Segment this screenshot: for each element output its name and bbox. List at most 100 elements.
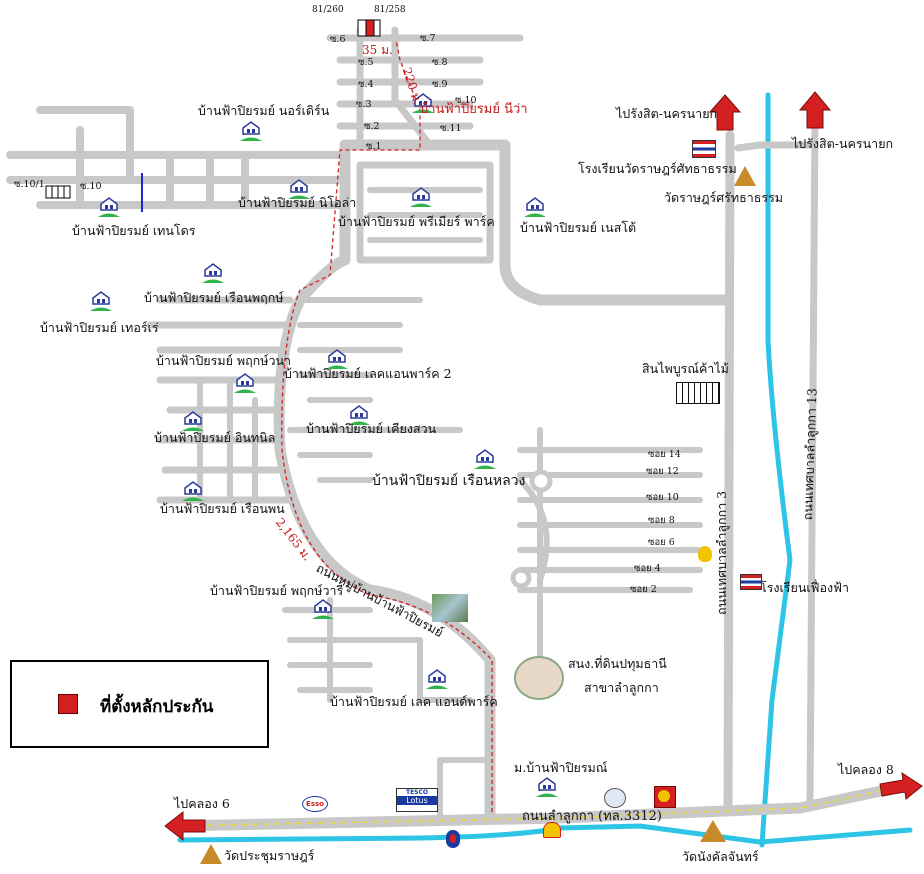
soi-10b: ซอย 10 [646, 492, 679, 503]
legend-swatch [58, 694, 78, 714]
project-ruenpruk: บ้านฟ้าปิยรมย์ เรือนพฤกษ์ [144, 290, 284, 305]
soi-14: ซอย 14 [648, 449, 681, 460]
house-icon [534, 776, 560, 798]
to-rangsit-2: ไปรังสิต-นครนายก [792, 136, 894, 151]
house-icon [346, 404, 372, 426]
lot-label-81-260: 81/260 [312, 5, 344, 15]
soi-6b: ซอย 6 [648, 537, 675, 548]
school-wat-label: โรงเรียนวัดราษฎร์ศัทธาธรรม [578, 161, 737, 176]
house-icon [310, 598, 336, 620]
photo-thumbnail [432, 594, 468, 622]
soi-8: ซ.8 [432, 57, 448, 68]
roundabout-2 [510, 567, 532, 589]
school-flag-icon-2 [740, 574, 762, 590]
sinpaiboon-label: สินไพบูรณ์ค้าไม้ [642, 361, 729, 376]
house-icon [238, 120, 264, 142]
shell-logo [543, 822, 561, 838]
project-lakepark2: บ้านฟ้าปิยรมย์ เลคแอนพาร์ค 2 [284, 366, 452, 381]
house-icon [232, 372, 258, 394]
legend-box: ที่ตั้งหลักประกัน [10, 660, 269, 748]
project-northern: บ้านฟ้าปิยรมย์ นอร์เดิร์น [198, 103, 330, 118]
bank-logo [604, 788, 626, 808]
arrow-north-2 [798, 91, 832, 129]
house-icon [180, 410, 206, 432]
lot-label-81-258: 81/258 [374, 5, 406, 15]
to-rangsit-1: ไปรังสิต-นครนายก [616, 106, 718, 121]
house-icon [424, 668, 450, 690]
route-to-property [281, 39, 493, 812]
arrow-west [164, 810, 206, 842]
lot-81-258 [365, 19, 375, 37]
house-icon [88, 290, 114, 312]
to-khlong8-label: ไปคลอง 8 [838, 762, 894, 777]
distance-35m: 35 ม. [362, 43, 393, 57]
project-prukwana: บ้านฟ้าปิยรมย์ พฤกษ์วนา [156, 353, 292, 368]
house-icon [324, 348, 350, 370]
house-icon [96, 196, 122, 218]
project-lakeandpark: บ้านฟ้าปิยรมย์ เลค แอนด์พาร์ค [330, 694, 498, 709]
road-centerline [174, 784, 911, 827]
project-ruenluang: บ้านฟ้าปิยรมย์ เรือนหลวง [372, 473, 526, 489]
project-inthee: บ้านฟ้าปิยรมย์ อินทนิล [154, 430, 276, 445]
ptt-logo [446, 830, 460, 848]
project-terrare: บ้านฟ้าปิยรมย์ เทอร์เร่ [40, 320, 159, 335]
project-prukwari: บ้านฟ้าปิยรมย์ พฤกษ์วารี [210, 583, 344, 598]
house-icon [180, 480, 206, 502]
house-icon [200, 262, 226, 284]
soi-11: ซ.11 [440, 123, 462, 134]
tesco-lotus-logo: TESCO Lotus [396, 788, 438, 812]
project-niola: บ้านฟ้าปิยรมย์ นิโอล่า [238, 195, 357, 210]
canal-vertical [759, 92, 793, 848]
soi-1: ซ.1 [366, 141, 382, 152]
wat-nangkhan-label: วัดนังคัลจันทร์ [682, 849, 759, 864]
project-premier: บ้านฟ้าปิยรมย์ พรีเมียร์ พาร์ค [338, 214, 495, 229]
land-office-label-1: สนง.ที่ดินปทุมธานี [568, 656, 667, 671]
road-lamlukka3-label: ถนนเทศบาลลำลูกกา 3 [714, 490, 729, 615]
flower-icon [698, 546, 712, 562]
wat-rat-label: วัดราษฎร์ศรัทธาธรรม [664, 190, 784, 205]
house-icon [286, 178, 312, 200]
soi-7: ซ.7 [420, 33, 436, 44]
soi-6: ซ.6 [330, 34, 346, 45]
soi-4: ซ.4 [358, 79, 374, 90]
university-label: ม.บ้านฟ้าปิยรมณ์ [514, 760, 608, 775]
factory-icon [676, 382, 720, 404]
soi-2b: ซอย 2 [630, 584, 657, 595]
gov-seal-icon [654, 786, 676, 808]
house-icon [472, 448, 498, 470]
soi-9: ซ.9 [432, 79, 448, 90]
soi-8b: ซอย 8 [648, 515, 675, 526]
school-flag-icon-1 [692, 140, 716, 158]
lot-81-260 [357, 19, 367, 37]
arrow-east [879, 771, 923, 800]
soi-10-left: ซ.10 [80, 181, 102, 192]
project-nestle: บ้านฟ้าปิยรมย์ เนสโต้ [520, 220, 637, 235]
wat-prachum-label: วัดประชุมราษฎร์ [224, 848, 315, 863]
esso-logo: Esso [302, 796, 328, 812]
road-lamlukka3 [723, 130, 735, 815]
soi-5: ซ.5 [358, 57, 374, 68]
soi-4b: ซอย 4 [634, 563, 661, 574]
legend-label: ที่ตั้งหลักประกัน [100, 697, 214, 717]
main-road-label: ถนนลำลูกกา (ทล.3312) [522, 809, 662, 824]
arrow-north-1 [708, 94, 742, 131]
soi-10: ซ.10 [455, 95, 477, 106]
house-icon [408, 186, 434, 208]
roundabout-1 [529, 469, 553, 493]
land-office-label-2: สาขาลำลูกกา [584, 680, 659, 695]
to-khlong6-label: ไปคลอง 6 [174, 796, 230, 811]
project-kiangsuan: บ้านฟ้าปิยรมย์ เคียงสวน [306, 421, 437, 436]
house-icon [522, 196, 548, 218]
soi-10-1: ซ.10/1 [14, 179, 45, 190]
school-fuengfa-label: โรงเรียนเฟื่องฟ้า [760, 580, 849, 595]
soi-3: ซ.3 [356, 99, 372, 110]
land-office-seal [514, 656, 564, 700]
project-ruenphan: บ้านฟ้าปิยรมย์ เรือนพน [160, 501, 285, 516]
project-niwa: บ้านฟ้าปิยรมย์ นีว่า [420, 102, 528, 117]
building-icon [45, 185, 71, 199]
soi-2: ซ.2 [364, 121, 380, 132]
project-thenkhon: บ้านฟ้าปิยรมย์ เทนโดร [72, 223, 196, 238]
soi-12: ซอย 12 [646, 466, 679, 477]
house-icon [410, 92, 436, 114]
